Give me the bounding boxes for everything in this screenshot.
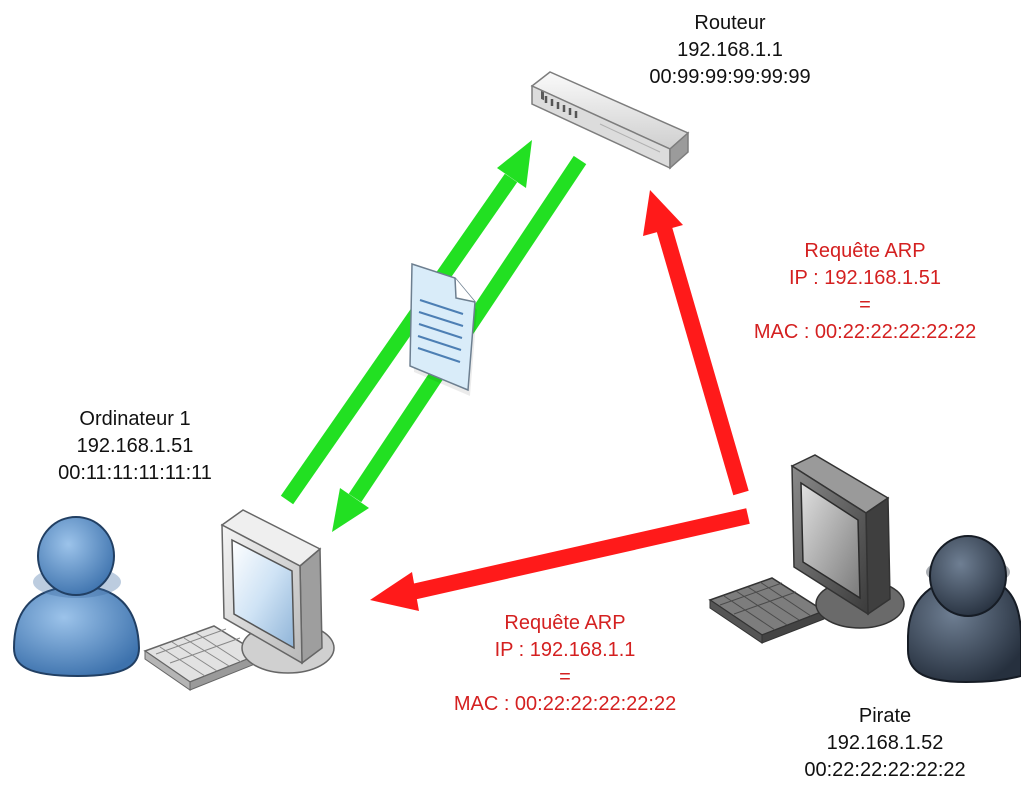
arp-request-to-computer-label: Requête ARP IP : 192.168.1.1 = MAC : 00:… [415, 610, 715, 718]
arp-router-equals: = [859, 294, 871, 316]
arp-request-to-router-label: Requête ARP IP : 192.168.1.51 = MAC : 00… [715, 238, 1015, 346]
pirate-mac: 00:22:22:22:22:22 [804, 759, 966, 781]
router-label: Routeur 192.168.1.1 00:99:99:99:99:99 [630, 10, 830, 91]
pirate-label: Pirate 192.168.1.52 00:22:22:22:22:22 [760, 703, 1010, 784]
arp-router-title: Requête ARP [804, 240, 926, 262]
pirate-ip: 192.168.1.52 [826, 732, 944, 754]
computer1-monitor-icon [220, 509, 335, 674]
pirate-monitor-icon [790, 454, 905, 629]
pirate-avatar-icon [907, 535, 1021, 684]
arp-computer-ip-line: IP : 192.168.1.1 [494, 639, 636, 661]
computer1-keyboard-icon [143, 625, 262, 691]
computer1-name: Ordinateur 1 [79, 408, 191, 430]
arp-computer-title: Requête ARP [504, 612, 626, 634]
computer1-label: Ordinateur 1 192.168.1.51 00:11:11:11:11… [10, 406, 260, 487]
router-name: Routeur [694, 12, 766, 34]
spoof-arrow-to-computer [370, 508, 750, 611]
document-icon [409, 262, 477, 396]
arp-computer-equals: = [559, 666, 571, 688]
user1-avatar-icon [12, 516, 141, 678]
legit-flow-arrow-up [280, 140, 532, 505]
spoof-arrow-to-router [643, 190, 749, 496]
computer1-mac: 00:11:11:11:11:11 [58, 462, 212, 484]
arp-router-mac-line: MAC : 00:22:22:22:22:22 [753, 321, 977, 343]
router-icon [530, 71, 690, 170]
router-ip: 192.168.1.1 [677, 39, 783, 61]
computer1-ip: 192.168.1.51 [76, 435, 194, 457]
arp-computer-mac-line: MAC : 00:22:22:22:22:22 [453, 693, 677, 715]
router-mac: 00:99:99:99:99:99 [649, 66, 811, 88]
arp-router-ip-line: IP : 192.168.1.51 [789, 267, 941, 289]
pirate-keyboard-icon [708, 577, 826, 644]
pirate-name: Pirate [858, 705, 912, 727]
